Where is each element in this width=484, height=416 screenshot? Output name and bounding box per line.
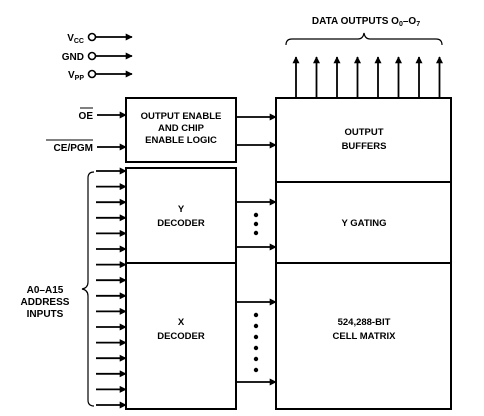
cell-matrix-line2: CELL MATRIX xyxy=(333,331,397,342)
vpp-pin-circle xyxy=(87,69,97,79)
output-enable-line2: AND CHIP xyxy=(158,123,205,134)
x-connection-dot xyxy=(253,323,259,329)
ce-pgm-label: CE/PGM xyxy=(54,143,93,154)
output-enable-box xyxy=(125,97,237,163)
x-decoder-connections xyxy=(236,298,277,386)
address-arrows xyxy=(96,167,127,409)
address-label-line2: ADDRESS xyxy=(21,297,70,308)
gnd-label: GND xyxy=(62,52,84,63)
oe-label: OE xyxy=(79,111,94,122)
power-pins: VCC GND VPP xyxy=(62,32,133,82)
gnd-pin-circle xyxy=(87,51,97,61)
data-outputs-label: DATA OUTPUTS O0–O7 xyxy=(312,16,420,28)
x-connection-dot xyxy=(253,334,259,340)
address-label-line1: A0–A15 xyxy=(27,285,64,296)
x-decoder-line1: X xyxy=(178,317,185,328)
vcc-label: VCC xyxy=(67,33,84,45)
control-pins: OE CE/PGM xyxy=(46,107,127,154)
y-connection-dot xyxy=(253,221,259,227)
y-decoder-line2: DECODER xyxy=(157,218,205,229)
x-connection-dot xyxy=(253,356,259,362)
output-enable-line1: OUTPUT ENABLE xyxy=(141,111,222,122)
output-enable-block: OUTPUT ENABLE AND CHIP ENABLE LOGIC xyxy=(125,97,237,163)
memory-outer-box xyxy=(275,97,452,410)
cell-matrix-line1: 524,288-BIT xyxy=(338,317,391,328)
vpp-label: VPP xyxy=(68,70,84,82)
output-arrows xyxy=(292,56,443,98)
memory-column: OUTPUT BUFFERS Y GATING 524,288-BIT CELL… xyxy=(275,97,452,410)
x-connection-dot xyxy=(253,345,259,351)
x-connection-dot xyxy=(253,367,259,373)
y-gating-label: Y GATING xyxy=(341,218,386,229)
output-buffers-line2: BUFFERS xyxy=(342,141,387,152)
decoder-column: Y DECODER X DECODER xyxy=(125,167,237,410)
y-connection-dot xyxy=(253,212,259,218)
decoder-outer-box xyxy=(125,167,237,410)
output-buffers-line1: OUTPUT xyxy=(344,127,383,138)
address-label-line3: INPUTS xyxy=(27,309,64,320)
vcc-pin-circle xyxy=(87,32,97,42)
data-outputs: DATA OUTPUTS O0–O7 xyxy=(285,16,443,98)
y-decoder-line1: Y xyxy=(178,204,185,215)
data-outputs-brace xyxy=(285,32,443,46)
y-decoder-connections xyxy=(236,198,277,251)
address-brace xyxy=(81,171,95,407)
address-inputs: A0–A15 ADDRESS INPUTS xyxy=(21,167,127,409)
output-enable-line3: ENABLE LOGIC xyxy=(145,135,217,146)
y-connection-dot xyxy=(253,230,259,236)
x-decoder-line2: DECODER xyxy=(157,331,205,342)
x-connection-dot xyxy=(253,312,259,318)
